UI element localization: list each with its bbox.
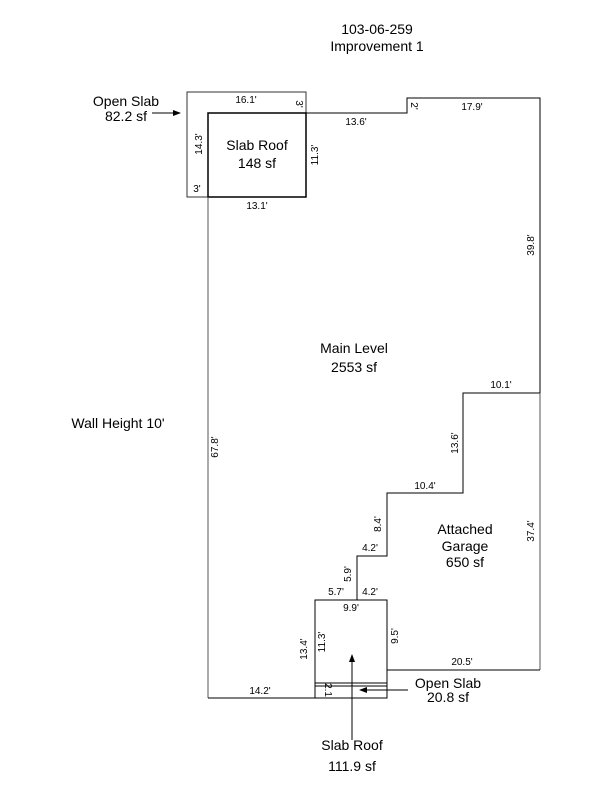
dim-main-top-left: 13.6'	[345, 117, 366, 128]
dim-bottom-slab-top: 9.9'	[343, 603, 359, 614]
dim-slab-roof-height: 11.3'	[310, 145, 321, 166]
dim-step-horizontal-2: 10.4'	[414, 481, 435, 492]
dim-garage-bottom: 20.5'	[451, 657, 472, 668]
dim-step-horizontal-3: 4.2'	[362, 543, 378, 554]
dim-step-vertical-3: 5.9'	[343, 566, 354, 582]
dim-bottom-slab-right: 9.5'	[390, 628, 401, 644]
open-slab-bottom-name: Open Slab	[415, 675, 481, 691]
main-level-area: 2553 sf	[331, 359, 377, 375]
dim-top-slab-width: 16.1'	[235, 95, 256, 106]
slab-roof-bottom-name: Slab Roof	[321, 737, 383, 753]
garage-area: 650 sf	[446, 554, 484, 570]
dim-top-slab-height: 14.3'	[194, 133, 205, 154]
dim-open-slab-height: 2.1'	[322, 683, 333, 699]
main-level-outline	[306, 97, 541, 600]
garage-name-line2: Garage	[442, 538, 489, 554]
main-level-name: Main Level	[320, 340, 388, 356]
open-slab-top-area: 82.2 sf	[105, 108, 147, 124]
dim-main-right-upper: 39.8'	[526, 234, 537, 255]
dim-bottom-slab-inner-left: 11.3'	[317, 632, 328, 653]
dim-garage-right: 37.4'	[526, 520, 537, 541]
slab-roof-top-outline	[207, 112, 307, 198]
dim-top-slab-offset-right: 3'	[293, 100, 304, 108]
dim-main-step: 2'	[408, 102, 419, 110]
improvement-label: Improvement 1	[330, 38, 424, 54]
dim-step-top: 10.1'	[490, 380, 511, 391]
wall-height-note: Wall Height 10'	[71, 415, 164, 431]
dim-main-left: 67.8'	[210, 436, 221, 457]
dim-bottom-slab-outer-left: 13.4'	[299, 638, 310, 659]
dim-step-horizontal-left: 5.7'	[328, 587, 344, 598]
open-slab-top-name: Open Slab	[93, 93, 159, 109]
slab-roof-top-area: 148 sf	[238, 155, 276, 171]
dim-step-vertical-1: 13.6'	[450, 432, 461, 453]
dim-main-top-right: 17.9'	[461, 102, 482, 113]
garage-name-line1: Attached	[437, 521, 492, 537]
dim-top-slab-offset-left: 3'	[193, 184, 201, 195]
parcel-id: 103-06-259	[341, 21, 413, 37]
slab-roof-bottom-outline	[314, 599, 388, 699]
dim-step-horizontal-right: 4.2'	[362, 587, 378, 598]
dim-main-bottom: 14.2'	[249, 686, 270, 697]
open-slab-bottom-area: 20.8 sf	[427, 689, 469, 705]
dim-step-vertical-2: 8.4'	[373, 516, 384, 532]
slab-roof-top-name: Slab Roof	[226, 137, 288, 153]
slab-roof-bottom-area: 111.9 sf	[328, 758, 376, 774]
dim-slab-roof-bottom: 13.1'	[246, 201, 267, 212]
